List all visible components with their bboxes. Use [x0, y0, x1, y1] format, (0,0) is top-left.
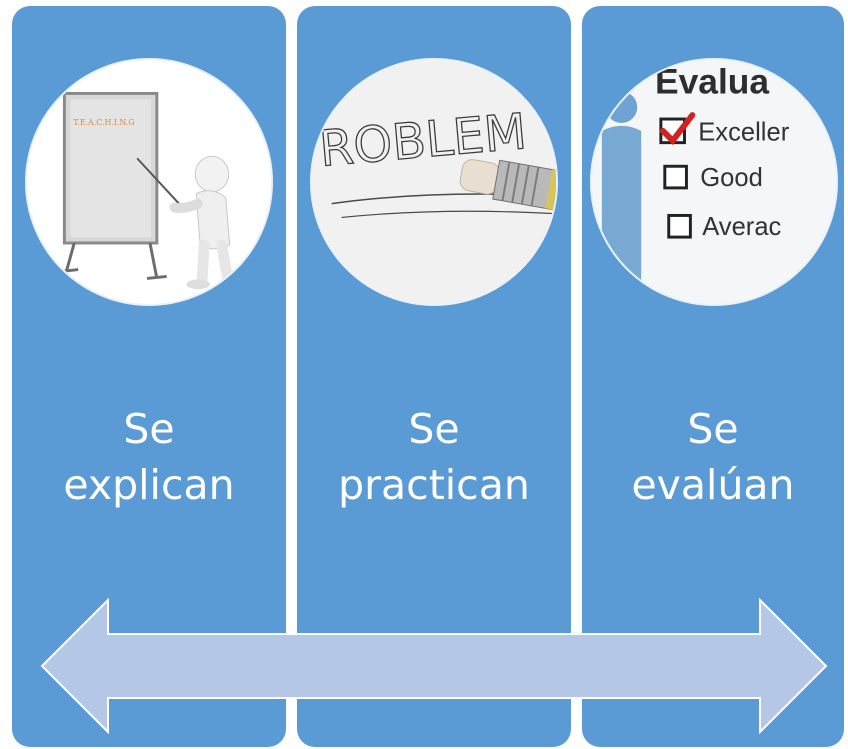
- teaching-figure-image: T.E.A.C.H.I.N.G: [25, 58, 273, 306]
- double-headed-arrow-icon: [40, 598, 828, 734]
- panel-explicar: T.E.A.C.H.I.N.G Se explican: [12, 6, 286, 747]
- checkbox-empty-icon: [663, 164, 688, 190]
- board-text: T.E.A.C.H.I.N.G: [73, 118, 134, 127]
- label-line-1: Se: [687, 405, 739, 453]
- checklist-item-2: Good: [700, 164, 763, 192]
- evaluation-checklist-image: Evalua Exceller Good Averac: [590, 58, 838, 306]
- evaluation-illustration: Evalua Exceller Good Averac: [592, 60, 836, 304]
- checklist-item-1: Exceller: [698, 119, 789, 147]
- label-line-1: Se: [123, 405, 175, 453]
- panel-evaluar: Evalua Exceller Good Averac Se evalúan: [582, 6, 844, 747]
- label-line-2: explican: [63, 461, 235, 509]
- problem-illustration: ROBLEM: [312, 60, 556, 304]
- checklist-title: Evalua: [655, 61, 769, 101]
- checklist-item-3: Averac: [702, 213, 781, 241]
- teaching-illustration: T.E.A.C.H.I.N.G: [60, 91, 244, 290]
- checkbox-empty-icon: [667, 213, 692, 239]
- label-line-2: evalúan: [631, 461, 795, 509]
- panel-practicar: ROBLEM Se practican: [297, 6, 571, 747]
- checkmark-icon: [659, 112, 696, 146]
- panel-label-practicar: Se practican: [297, 401, 571, 513]
- label-line-1: Se: [408, 405, 460, 453]
- label-line-2: practican: [338, 461, 530, 509]
- problem-pencil-image: ROBLEM: [310, 58, 558, 306]
- panel-label-explicar: Se explican: [12, 401, 286, 513]
- panel-label-evaluar: Se evalúan: [582, 401, 844, 513]
